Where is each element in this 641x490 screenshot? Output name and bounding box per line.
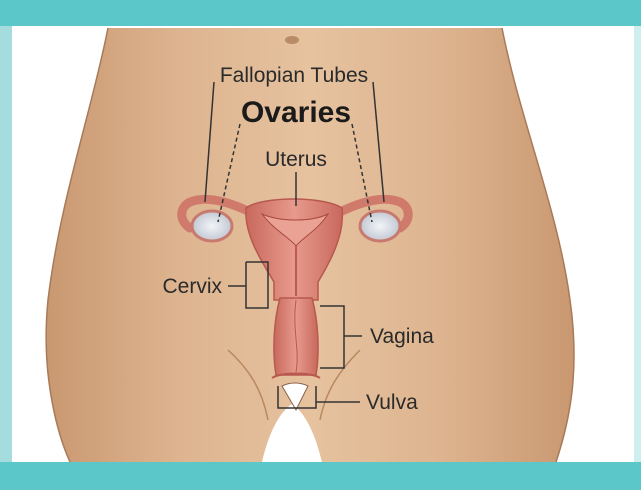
frame-right-edge <box>634 0 641 490</box>
ovary-right <box>360 211 400 241</box>
label-ovaries: Ovaries <box>241 96 351 129</box>
label-fallopian-tubes: Fallopian Tubes <box>220 64 368 87</box>
label-vagina: Vagina <box>370 325 434 348</box>
navel <box>285 36 299 44</box>
frame-left-edge-overlay <box>0 26 12 462</box>
label-vulva: Vulva <box>366 391 418 414</box>
label-cervix: Cervix <box>162 275 222 298</box>
top-band <box>0 0 641 26</box>
label-uterus: Uterus <box>265 148 327 171</box>
ovary-left <box>192 211 232 241</box>
bottom-band <box>0 462 641 490</box>
